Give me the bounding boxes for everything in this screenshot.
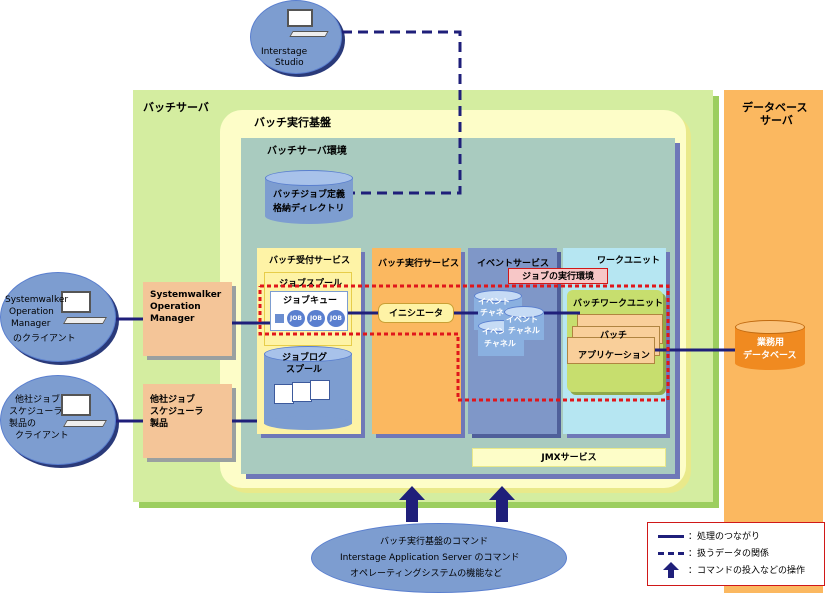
batch-app-label-2: アプリケーション [578,351,650,361]
legend-label-2: ：扱うデータの関係 [688,549,770,559]
legend-arrow-icon [663,562,679,578]
job-exec-env-label: ジョブの実行環境 [508,268,608,284]
db-server-title-1: データベース [742,101,808,114]
systemwalker-client-label-4: のクライアント [13,334,76,344]
systemwalker-client: Systemwalker Operation Manager のクライアント [0,272,116,362]
computer-icon [61,291,91,313]
exec-service-box: バッチ実行サービス [372,248,461,434]
batch-server-title: バッチサーバ [143,101,209,114]
legend-box: ：処理のつながり ：扱うデータの関係 ：コマンドの投入などの操作 [647,522,825,586]
computer-icon [287,9,313,27]
queue-head-icon [275,314,284,323]
initiator-box: イニシエータ [378,303,454,323]
job-token: JOB [287,310,305,327]
job-log-spool-label-2: スプール [286,365,323,375]
batch-app-label-1: バッチ [600,331,628,341]
job-def-dir-cylinder: バッチジョブ定義 格納ディレクトリ [265,170,353,224]
other-client-label-2: スケジューラ [9,407,63,417]
batch-app-box: バッチ アプリケーション [567,331,655,364]
work-unit-title: ワークユニット [597,256,661,266]
business-db-cylinder: 業務用 データベース [735,320,805,370]
studio-client: Interstage Studio [250,0,342,74]
job-token: JOB [307,310,325,327]
systemwalker-label-2: Operation [150,302,201,312]
systemwalker-client-label-2: Operation [9,307,54,317]
other-scheduler-label-2: スケジューラ [150,407,204,417]
commands-line-2: Interstage Application Server のコマンド [340,553,520,563]
event-channel-front-label-1: イベント [506,315,538,324]
job-token: JOB [327,310,345,327]
batch-infra-title: バッチ実行基盤 [254,116,331,129]
other-client-label-4: クライアント [15,431,69,441]
systemwalker-client-label-3: Manager [11,319,51,329]
accept-service-title: バッチ受付サービス [269,256,351,266]
other-scheduler-label-1: 他社ジョブ [150,395,196,405]
computer-icon [61,394,91,416]
other-client-label-3: 製品の [9,419,37,429]
systemwalker-label-1: Systemwalker [150,290,222,300]
job-def-dir-label-2: 格納ディレクトリ [273,204,345,214]
job-queue-box: ジョブキュー JOB JOB JOB [270,291,348,331]
other-scheduler-client: 他社ジョブ スケジューラ 製品の クライアント [0,375,116,465]
systemwalker-client-label-1: Systemwalker [5,295,69,305]
commands-ellipse: バッチ実行基盤のコマンド Interstage Application Serv… [311,523,567,593]
commands-line-1: バッチ実行基盤のコマンド [380,537,489,547]
event-service-title: イベントサービス [477,259,550,269]
batch-env-title: バッチサーバ環境 [267,146,347,157]
business-db-label-1: 業務用 [757,338,785,348]
systemwalker-box: Systemwalker Operation Manager [143,282,232,356]
job-log-spool-cylinder: ジョブログ スプール [264,346,352,430]
exec-service-title: バッチ実行サービス [378,259,460,269]
other-scheduler-box: 他社ジョブ スケジューラ 製品 [143,384,232,458]
other-client-label-1: 他社ジョブ [15,395,61,405]
legend-dashed-line [658,552,684,555]
event-channel-front: イベント チャネル [504,306,544,344]
legend-solid-line [658,535,684,538]
studio-label-1: Interstage [261,47,308,57]
legend-label-3: ：コマンドの投入などの操作 [688,566,806,576]
business-db-label-2: データベース [743,351,797,361]
job-queue-title: ジョブキュー [283,296,338,306]
legend-label-1: ：処理のつながり [688,532,761,542]
job-def-dir-label-1: バッチジョブ定義 [273,190,346,200]
other-scheduler-label-3: 製品 [150,419,169,429]
jmx-service-box: JMXサービス [472,448,666,467]
systemwalker-label-3: Manager [150,314,195,324]
commands-line-3: オペレーティングシステムの機能など [350,569,503,579]
studio-label-2: Studio [275,58,304,68]
job-spool-title: ジョブスプール [279,279,343,289]
batch-work-unit-title: バッチワークユニット [573,299,664,309]
event-channel-front-label-2: チャネル [508,326,540,335]
log-files-icon [274,380,338,406]
db-server-title-2: サーバ [760,114,793,127]
